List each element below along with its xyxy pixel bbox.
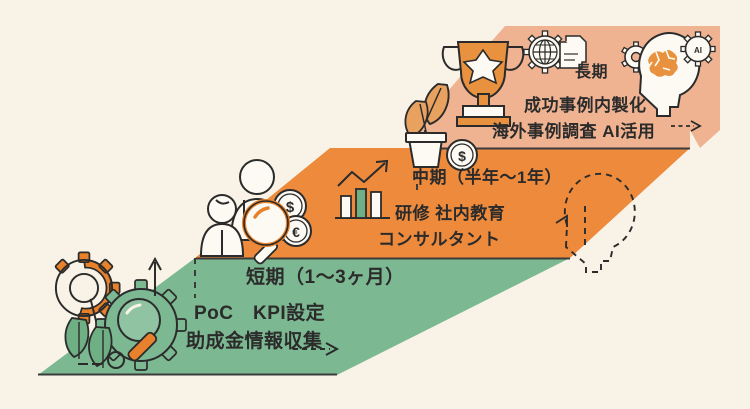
svg-text:$: $	[458, 148, 466, 164]
dashed-head-icon	[555, 172, 636, 273]
svg-text:$: $	[286, 199, 295, 216]
leaf-icon	[64, 317, 125, 369]
up-arrow-icon	[148, 256, 162, 296]
svg-text:AI: AI	[694, 46, 702, 55]
potted-plant-icon	[404, 83, 450, 168]
bar-chart-trend-icon	[335, 159, 390, 219]
step-line-mid-term-1: 研修 社内教育	[395, 204, 506, 223]
dashed-arrow-right-icon	[671, 120, 702, 132]
dashed-arrow-right-icon	[293, 342, 340, 356]
trophy-icon	[441, 41, 525, 127]
document-icon	[559, 35, 587, 69]
step-line-long-term-1: 成功事例内製化	[524, 96, 647, 115]
step-line-long-term-2: 海外事例調査 AI活用	[492, 122, 656, 141]
gear-magnifier-icon	[95, 279, 187, 371]
step-title-short-term: 短期（1〜3ヶ月）	[246, 267, 405, 288]
dollar-coin-icon: $	[446, 139, 478, 171]
step-title-long-term: 長期	[575, 64, 609, 81]
step-line-short-term-1: PoC KPI設定	[194, 303, 326, 324]
step-line-mid-term-2: コンサルタント	[378, 230, 501, 249]
ai-gear-icon: AI	[680, 31, 716, 67]
step-title-mid-term: 中期（半年〜1年）	[412, 168, 562, 187]
svg-text:€: €	[292, 224, 300, 240]
step-line-short-term-2: 助成金情報収集	[186, 331, 323, 352]
magnifier-icon	[242, 199, 290, 265]
euro-coin-icon: €	[280, 215, 312, 247]
